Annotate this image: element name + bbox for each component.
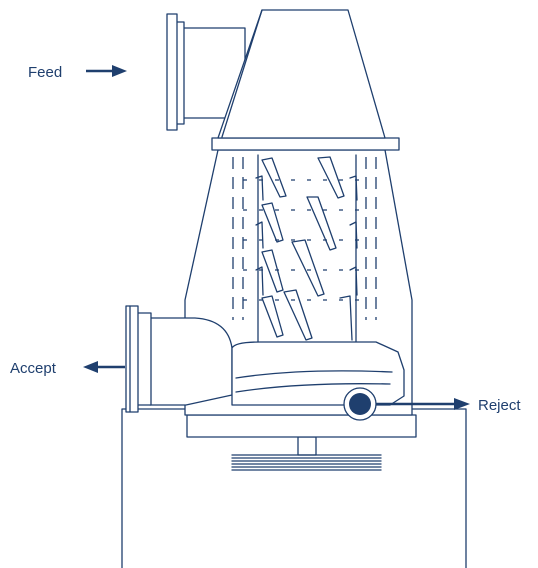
drive-coupling — [231, 454, 382, 471]
top-flange — [211, 137, 400, 151]
reject-arrow — [376, 398, 470, 410]
feed-label: Feed — [28, 64, 62, 81]
cone-head — [217, 9, 386, 139]
rotor-foils — [255, 156, 358, 341]
reject-port — [349, 393, 371, 415]
feed-arrow — [86, 65, 127, 77]
accept-arrow — [83, 361, 125, 373]
accept-label: Accept — [10, 360, 57, 377]
reject-outlet — [343, 387, 377, 421]
base-plate — [186, 414, 417, 438]
feed-inlet — [166, 13, 246, 131]
reject-label: Reject — [478, 397, 521, 414]
